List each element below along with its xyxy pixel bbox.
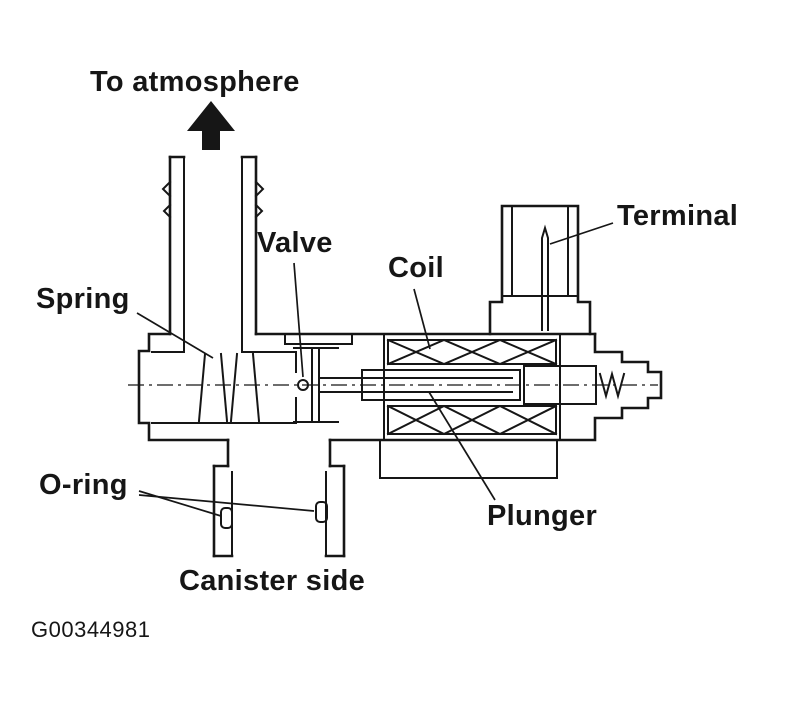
leader-line-coil bbox=[413, 288, 431, 350]
o-ring-left bbox=[220, 507, 233, 529]
leader-line-spring bbox=[136, 312, 214, 359]
label-to-atmosphere: To atmosphere bbox=[90, 66, 300, 98]
leader-lines bbox=[136, 222, 614, 517]
coil-winding-top bbox=[386, 338, 558, 366]
leader-line-o-ring-1 bbox=[138, 490, 222, 517]
coil-housing bbox=[328, 332, 663, 479]
up-arrow-icon bbox=[187, 101, 235, 150]
atmosphere-tube bbox=[161, 155, 265, 353]
coil-winding-bottom bbox=[386, 404, 558, 436]
valve-body bbox=[137, 332, 597, 442]
plunger-part bbox=[319, 365, 597, 405]
figure-code: G00344981 bbox=[31, 617, 151, 642]
canister-port bbox=[212, 438, 346, 558]
o-ring-right bbox=[315, 501, 328, 523]
label-plunger: Plunger bbox=[487, 500, 598, 532]
leader-line-plunger bbox=[428, 391, 496, 501]
leader-line-valve bbox=[293, 262, 304, 378]
spring-part bbox=[197, 352, 261, 423]
label-coil: Coil bbox=[388, 252, 444, 284]
label-spring: Spring bbox=[36, 283, 130, 315]
label-valve: Valve bbox=[257, 227, 333, 259]
leader-line-terminal bbox=[549, 222, 614, 245]
label-terminal: Terminal bbox=[617, 200, 739, 232]
leader-line-o-ring-2 bbox=[138, 494, 315, 512]
terminal-tower bbox=[488, 204, 592, 336]
label-canister-side: Canister side bbox=[179, 565, 366, 597]
label-o-ring: O-ring bbox=[39, 469, 128, 501]
